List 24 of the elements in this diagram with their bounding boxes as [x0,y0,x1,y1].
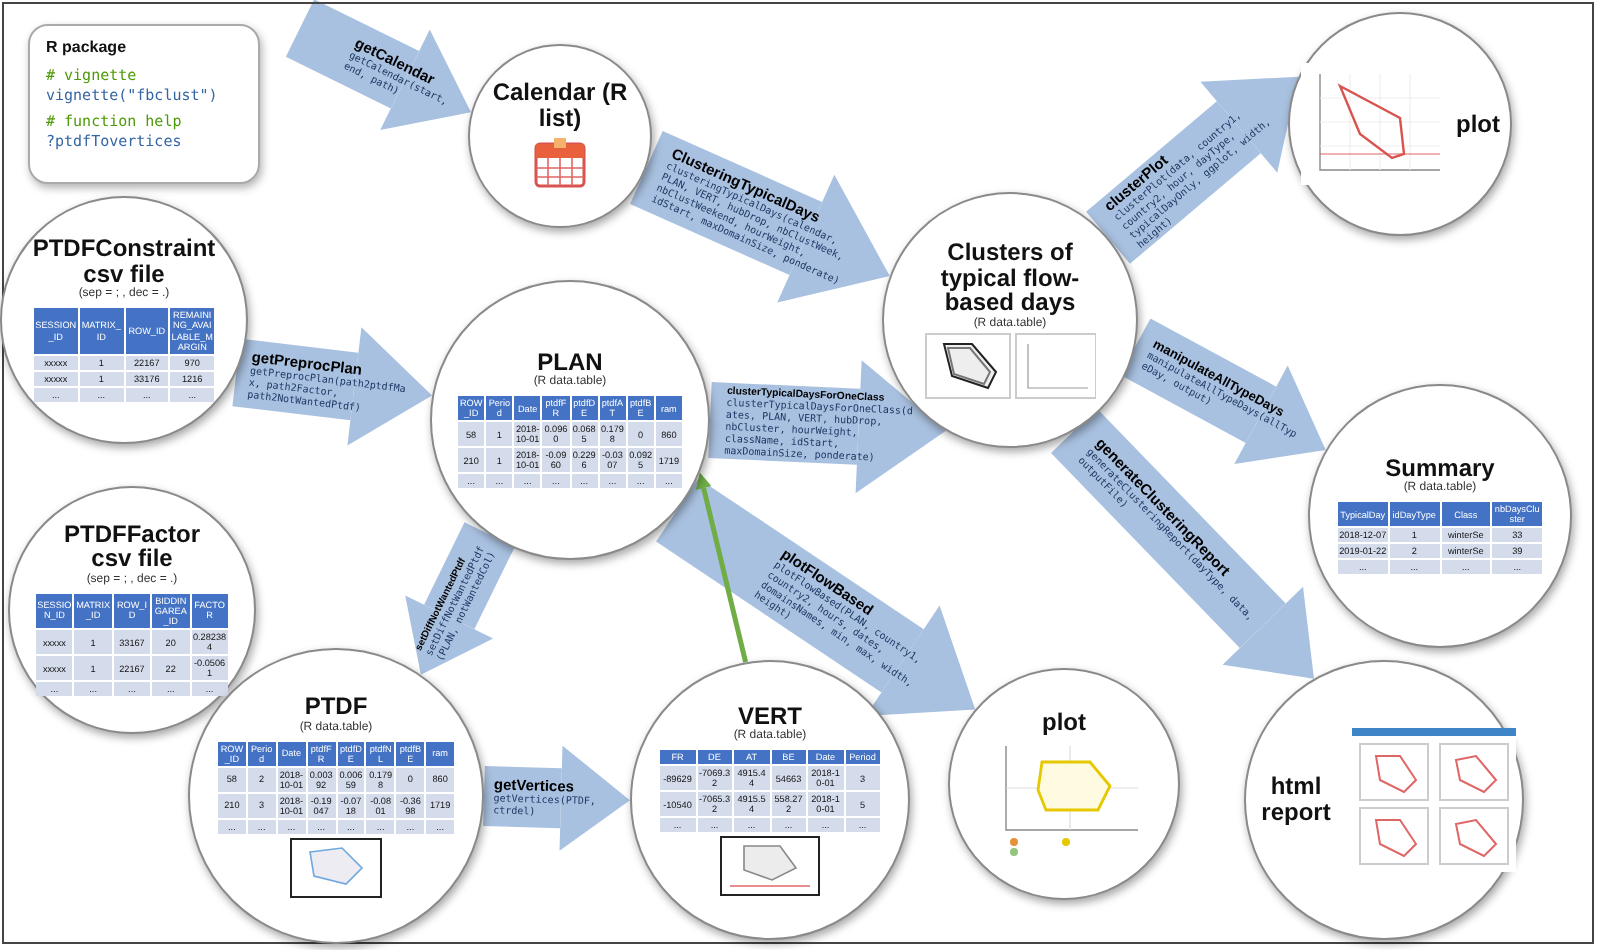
block-arrow [483,745,630,851]
block-arrow [1051,408,1314,679]
block-arrow [1086,76,1299,264]
node-title: PTDF [304,694,368,720]
node-title: plot [1456,111,1500,137]
node-title: html report [1259,774,1333,826]
block-arrow [630,130,890,303]
circle-node [8,486,256,734]
node-title: Clusters of typical flow-based days [938,240,1082,316]
node-title: Summary [1385,455,1495,481]
node-title: PTDFFactor csv file [61,521,202,572]
node-title: Calendar (R list) [490,79,630,131]
node-title: PTDFConstraint csv file [30,236,218,287]
block-arrow [232,327,433,446]
circle-node [0,196,248,444]
code-panel [28,24,260,184]
block-arrow [405,522,515,675]
node-title: PLAN [537,349,603,375]
node-title: VERT [737,703,802,729]
arrow [695,472,749,663]
node-title: plot [1042,710,1086,736]
circle-node [468,44,652,228]
block-arrow [285,0,471,130]
panel-heading: R package [46,38,127,56]
